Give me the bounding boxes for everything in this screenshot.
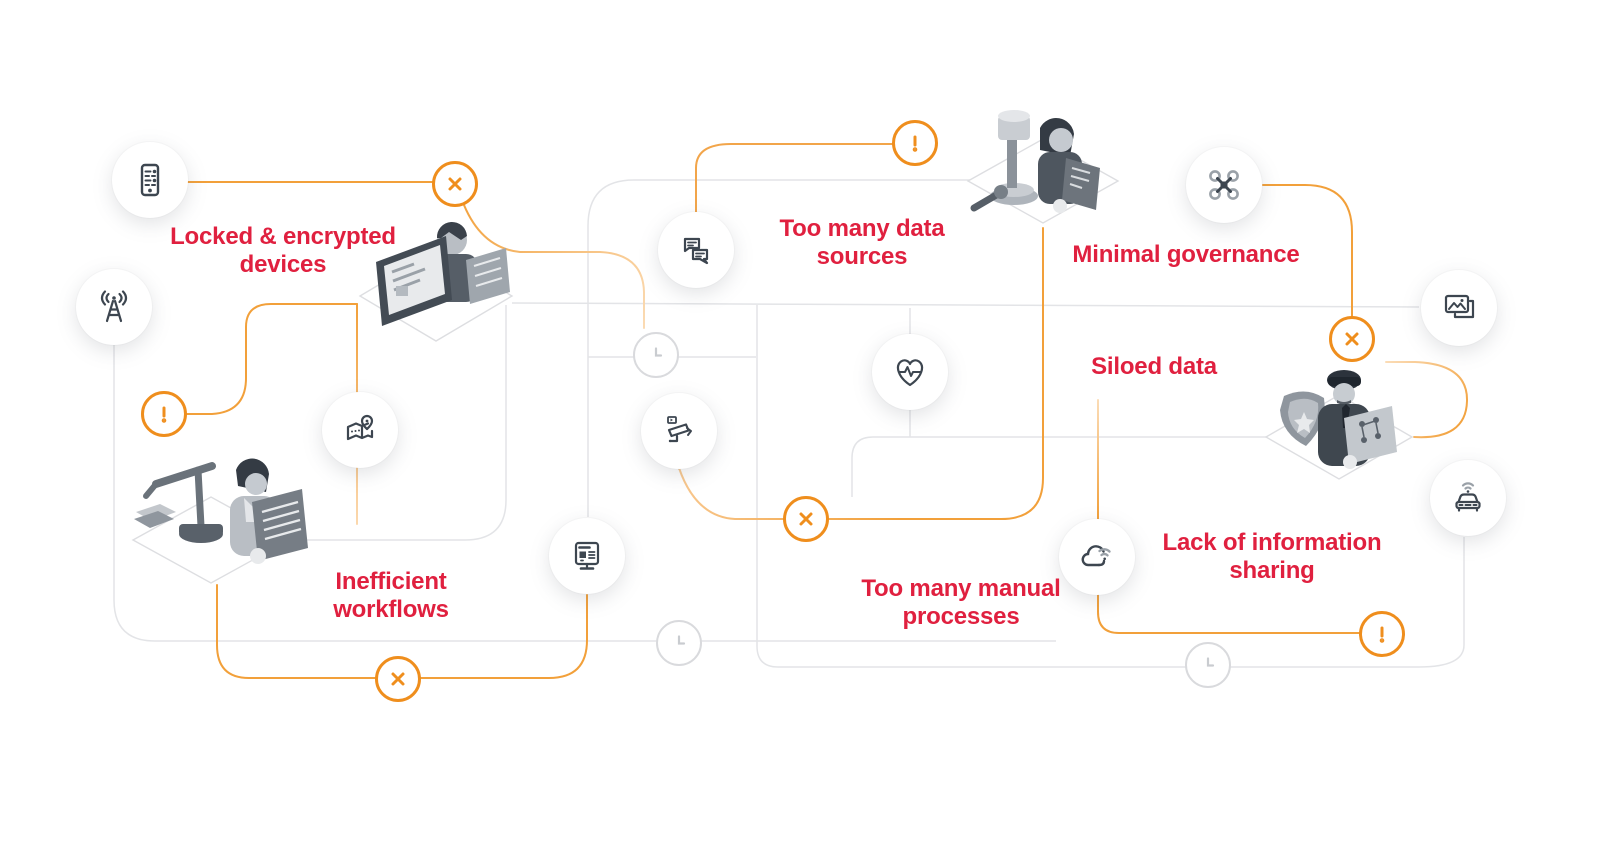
gray-wires	[113, 179, 1465, 668]
clock-icon	[677, 635, 686, 645]
mobile-device-icon	[140, 163, 160, 197]
clock-icon	[1206, 657, 1215, 667]
drone-node	[1186, 147, 1262, 223]
cctv-camera-icon	[667, 416, 692, 443]
connected-car-node	[1430, 460, 1506, 536]
label-information-sharing: Lack of information sharing	[1162, 529, 1382, 584]
label-siloed-data: Siloed data	[1091, 353, 1217, 380]
cross-icon	[1345, 332, 1359, 346]
label-manual-processes: Too many manual processes	[861, 575, 1061, 630]
connected-car-icon	[1455, 482, 1481, 512]
clerk-at-desk-illustration	[134, 458, 308, 564]
photo-gallery-node	[1421, 270, 1497, 346]
cross-badge-2	[1329, 316, 1375, 362]
analyst-reading-tablet-illustration	[376, 221, 510, 326]
label-governance: Minimal governance	[1072, 241, 1300, 268]
clock-node-3	[1185, 642, 1231, 688]
mobile-device-node	[112, 142, 188, 218]
map-location-node	[322, 392, 398, 468]
exclamation-icon	[912, 135, 918, 152]
radio-tower-icon	[100, 290, 128, 323]
cross-icon	[448, 177, 462, 191]
photo-gallery-icon	[1444, 294, 1475, 319]
cross-badge-4	[375, 656, 421, 702]
health-pulse-icon	[896, 359, 924, 387]
police-officer-with-shield-illustration	[1280, 370, 1397, 469]
news-monitor-node	[549, 518, 625, 594]
clock-node-2	[656, 620, 702, 666]
cross-badge-3	[783, 496, 829, 542]
alert-badge-1	[141, 391, 187, 437]
cloud-wifi-icon	[1081, 545, 1111, 567]
cross-badge-1	[432, 161, 478, 207]
clock-node-1	[633, 332, 679, 378]
health-pulse-node	[872, 334, 948, 410]
drone-icon	[1209, 170, 1239, 200]
chat-messages-node	[658, 212, 734, 288]
exclamation-icon	[1379, 626, 1385, 643]
map-location-icon	[346, 414, 374, 441]
alert-badge-2	[892, 120, 938, 166]
radio-tower-node	[76, 269, 152, 345]
exclamation-icon	[161, 406, 167, 423]
label-workflows: Inefficient workflows	[333, 568, 449, 623]
label-locked-devices: Locked & encrypted devices	[170, 223, 396, 278]
news-monitor-icon	[574, 541, 600, 570]
cross-icon	[799, 512, 813, 526]
label-data-sources: Too many data sources	[779, 215, 945, 270]
cctv-camera-node	[641, 393, 717, 469]
alert-badge-3	[1359, 611, 1405, 657]
clock-icon	[654, 347, 663, 357]
investigators-with-microscope-illustration	[970, 110, 1100, 213]
chat-messages-icon	[683, 237, 709, 265]
cloud-wifi-node	[1059, 519, 1135, 595]
cross-icon	[391, 672, 405, 686]
